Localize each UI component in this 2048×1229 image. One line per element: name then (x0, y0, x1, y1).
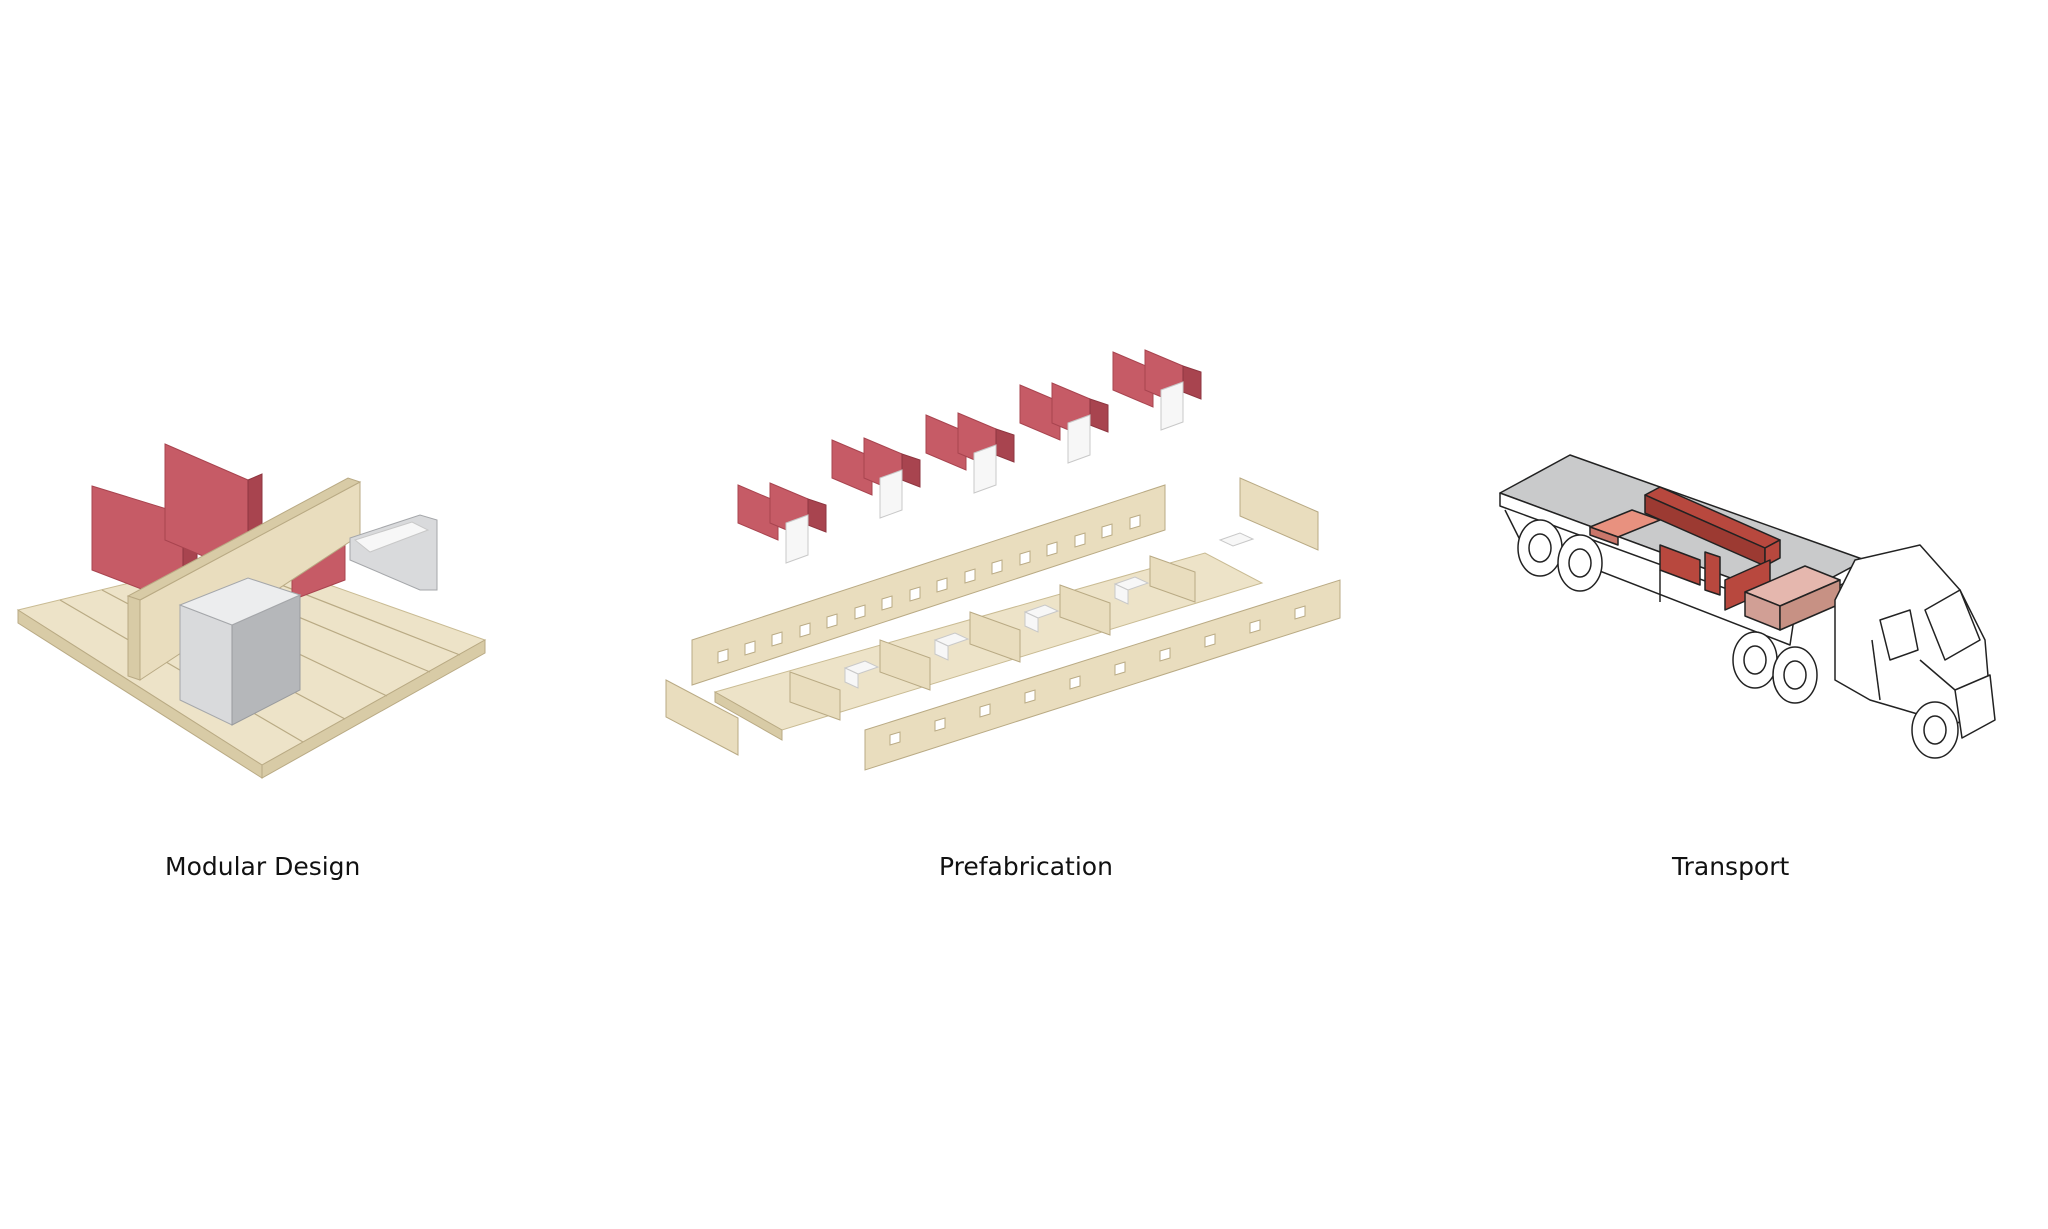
front-wheel (1911, 701, 1959, 759)
prefab-floor-edge (714, 691, 783, 741)
cargo-brick-stack-b (1704, 551, 1721, 596)
truck-hood-line (1919, 659, 1956, 691)
caption-prefabrication: Prefabrication (939, 852, 1113, 881)
modular-unit-illustration (16, 443, 487, 779)
red-wall-set-2 (831, 437, 921, 519)
red-wall-set-3 (925, 412, 1015, 494)
front-wall-window-row (889, 605, 1306, 746)
floor-deck-right-edge (261, 639, 486, 779)
cargo-salmon-stack-side (1589, 526, 1619, 546)
drive-wheels (1732, 631, 1818, 704)
interior-partitions (789, 555, 1196, 721)
prefab-exploded-illustration (665, 349, 1341, 771)
counter-block (349, 514, 438, 591)
end-wall-panel-left (665, 679, 739, 756)
caption-modular-design: Modular Design (165, 852, 361, 881)
truck-side-window (1879, 609, 1919, 661)
grey-pod-top (178, 577, 302, 626)
trailer-chassis (1504, 509, 1796, 646)
truck-grille (1954, 674, 1996, 739)
front-wall-panel (864, 579, 1341, 771)
truck-cab-windshield (1924, 589, 1981, 661)
back-wall-window-row (717, 514, 1141, 664)
wood-partition-end (127, 595, 141, 681)
back-wall-panel (691, 484, 1166, 686)
red-wall-set-1 (737, 482, 827, 564)
cargo-beams-end (1764, 539, 1781, 567)
end-wall-panel-right (1239, 477, 1319, 551)
red-wall-sets (737, 349, 1202, 564)
back-wall-windows (715, 412, 726, 427)
truck-door-line (1871, 639, 1881, 701)
counter-top (353, 521, 430, 553)
cargo-brick-stack-a (1659, 544, 1701, 586)
rear-wheels (1517, 519, 1603, 592)
white-fixtures (843, 532, 1255, 689)
transport-truck-illustration (1499, 454, 1996, 759)
red-wall-set-5 (1112, 349, 1202, 431)
caption-transport: Transport (1672, 852, 1790, 881)
red-wall-set-4 (1019, 382, 1109, 464)
